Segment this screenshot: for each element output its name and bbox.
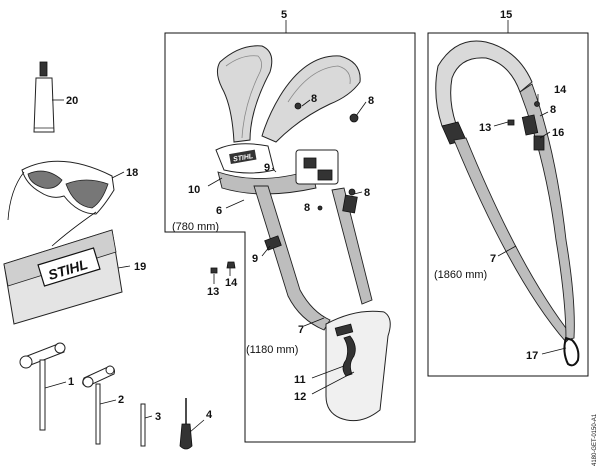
pin <box>140 403 153 447</box>
leader-lines <box>207 20 567 395</box>
measure-1180: (1180 mm) <box>246 344 298 356</box>
label-5: 5 <box>281 9 287 21</box>
label-17: 17 <box>526 350 538 362</box>
double-harness: STIHL <box>210 45 391 422</box>
grease-tube <box>33 61 64 133</box>
drawing-code: 4180-GET-0150-A1 <box>592 413 598 466</box>
screwdriver <box>179 398 205 450</box>
label-3: 3 <box>155 411 161 423</box>
label-7a: 7 <box>298 324 304 336</box>
label-8b: 8 <box>368 95 374 107</box>
harness-brand: STIHL <box>233 153 254 163</box>
measure-1860: (1860 mm) <box>434 269 487 281</box>
tool-pouch: STIHL <box>3 229 131 325</box>
label-6: 6 <box>216 205 222 217</box>
label-13b: 13 <box>479 122 491 134</box>
label-13a: 13 <box>207 286 219 298</box>
label-19: 19 <box>134 261 146 273</box>
measurements: (780 mm) (1180 mm) (1860 mm) <box>172 221 487 356</box>
part-numbers: 20 18 19 1 2 3 4 5 15 8 8 9 8 10 6 8 9 1… <box>66 9 567 423</box>
label-8e: 8 <box>550 104 556 116</box>
label-1: 1 <box>68 376 74 388</box>
label-2: 2 <box>118 394 124 406</box>
label-9b: 9 <box>252 253 258 265</box>
label-8c: 8 <box>364 187 370 199</box>
t-wrench <box>82 365 117 445</box>
label-14a: 14 <box>225 277 238 289</box>
group-5-frame <box>164 32 416 443</box>
label-9a: 9 <box>264 162 270 174</box>
label-8d: 8 <box>304 202 310 214</box>
label-18: 18 <box>126 167 138 179</box>
label-8a: 8 <box>311 93 317 105</box>
label-4: 4 <box>206 409 213 421</box>
single-shoulder-strap <box>435 40 580 367</box>
label-10: 10 <box>188 184 200 196</box>
label-14b: 14 <box>554 84 567 96</box>
combination-wrench <box>19 342 67 431</box>
label-12: 12 <box>294 391 306 403</box>
label-11: 11 <box>294 374 306 386</box>
label-7b: 7 <box>490 253 496 265</box>
label-16: 16 <box>552 127 564 139</box>
measure-780: (780 mm) <box>172 221 219 233</box>
label-15: 15 <box>500 9 512 21</box>
label-20: 20 <box>66 95 78 107</box>
safety-glasses <box>7 160 125 247</box>
